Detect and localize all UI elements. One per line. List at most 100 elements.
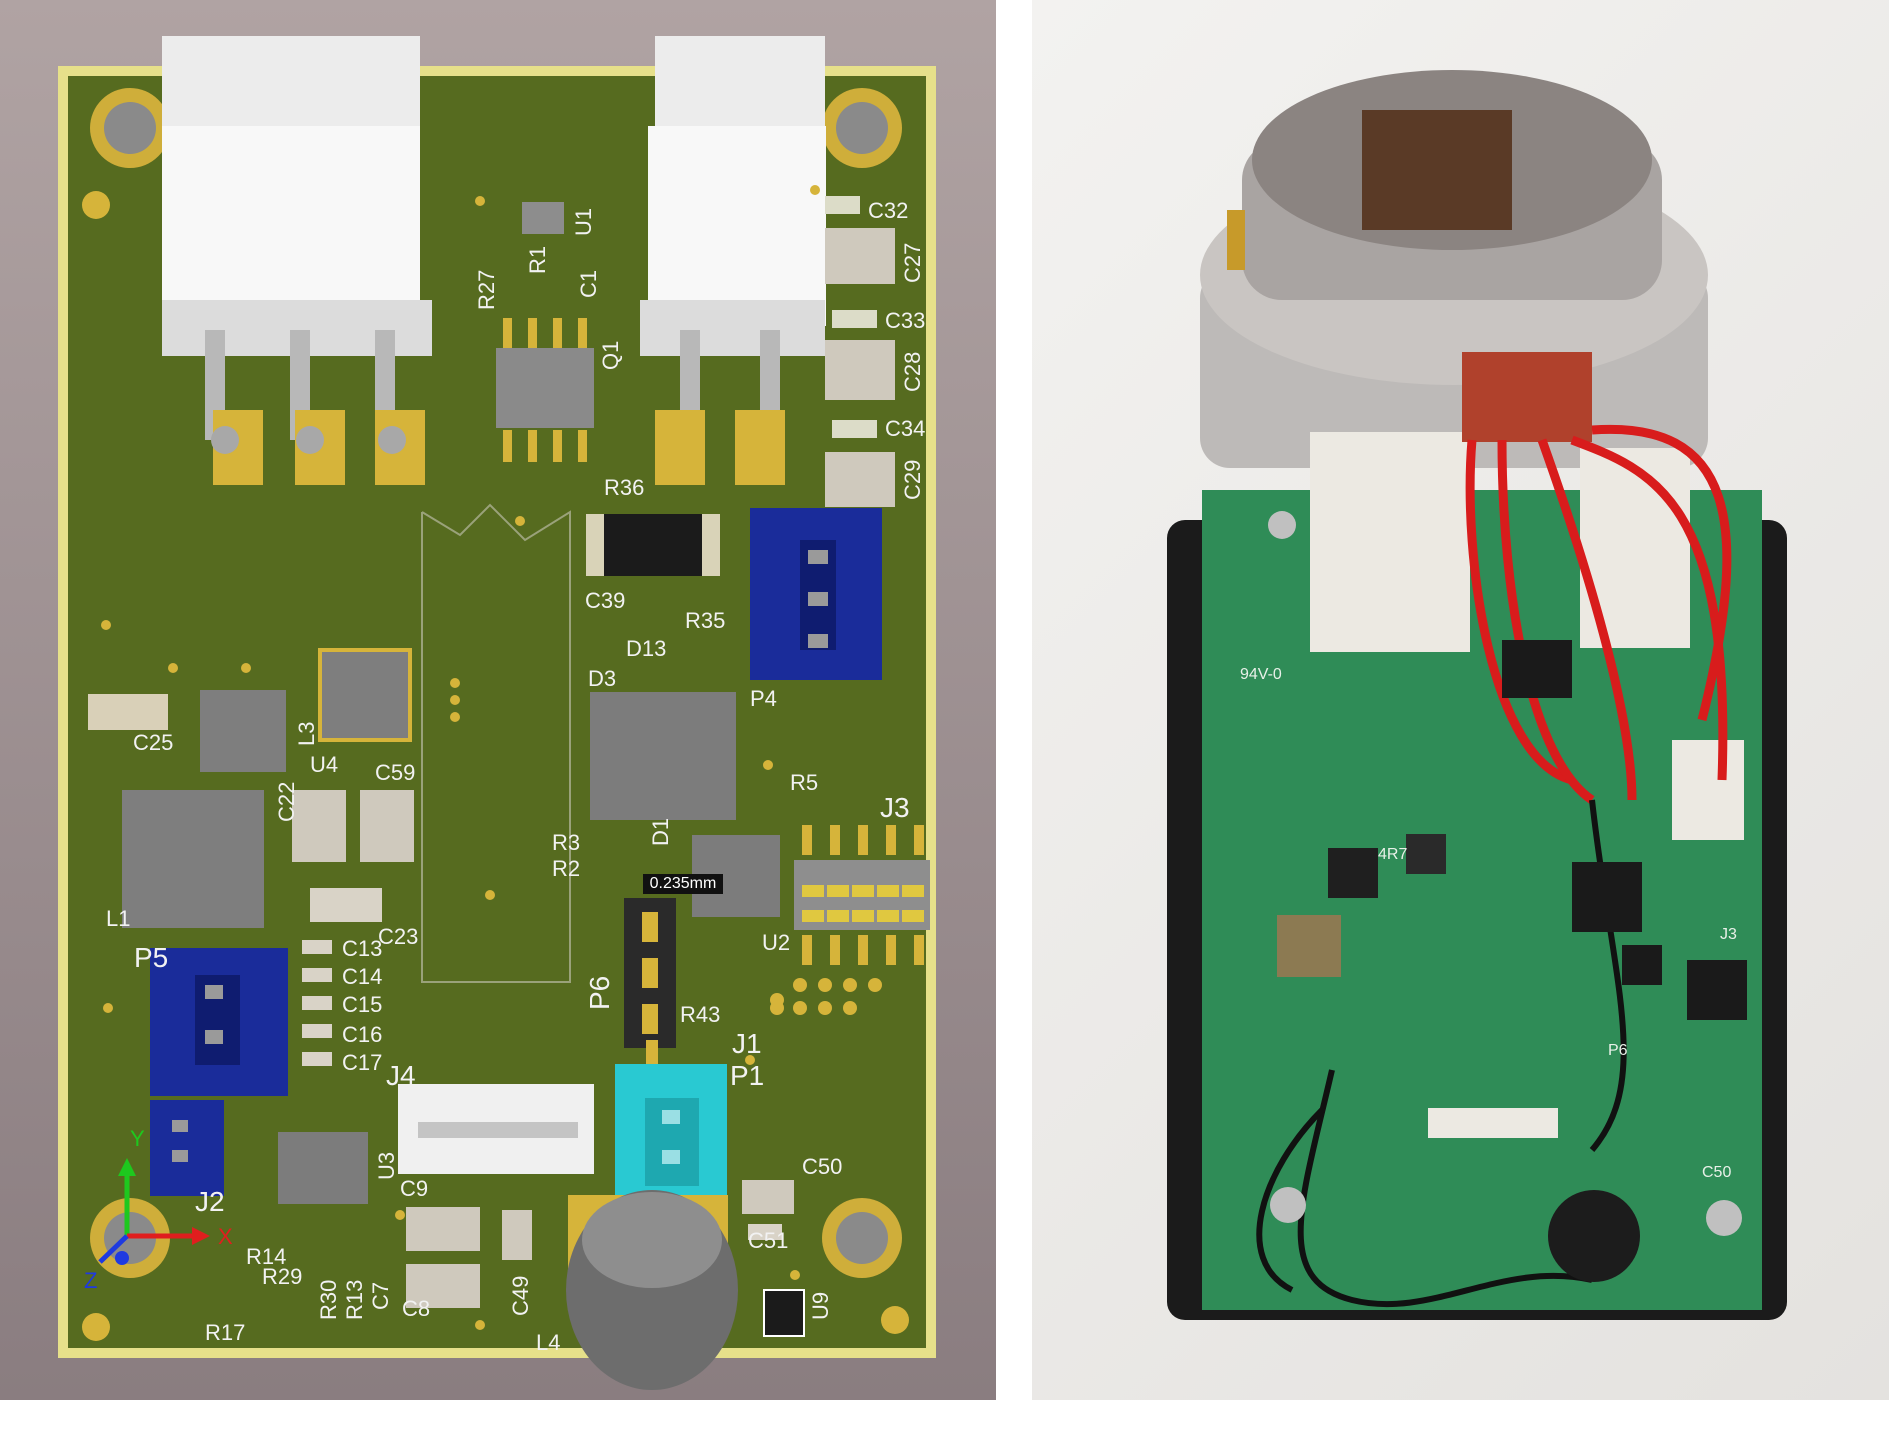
cap-c8 [406, 1264, 480, 1308]
diode-d3 [590, 692, 736, 820]
cap-c59 [360, 790, 414, 862]
label-l4: L4 [536, 1330, 561, 1355]
label-u3: U3 [374, 1151, 399, 1180]
header-j3 [794, 825, 930, 965]
photo-label-j3: J3 [1720, 926, 1737, 943]
label-c29: C29 [900, 459, 925, 500]
label-c34: C34 [885, 416, 926, 441]
cap-c9 [406, 1207, 480, 1251]
label-r30: R30 [316, 1279, 341, 1320]
label-d1: D1 [648, 817, 673, 846]
label-p5: P5 [134, 942, 169, 973]
label-j4: J4 [386, 1060, 416, 1091]
chip-u3 [278, 1132, 368, 1204]
photo-label-4r7: 4R7 [1378, 846, 1408, 863]
label-c22: C22 [274, 781, 299, 822]
label-r3: R3 [552, 830, 581, 855]
label-c59: C59 [375, 760, 416, 785]
label-c1: C1 [576, 269, 601, 298]
label-u1: U1 [571, 207, 596, 236]
mounting-hole-tr [822, 88, 902, 168]
cap-c22 [292, 790, 346, 862]
photo-label-94v0: 94V-0 [1240, 666, 1282, 683]
label-r2: R2 [552, 856, 581, 881]
photo-label-p6: P6 [1608, 1042, 1628, 1059]
photo-panel: 4R7 J3 P6 C50 94V-0 [1032, 0, 1889, 1400]
axis-label-x: X [218, 1224, 233, 1249]
mounting-hole-br [822, 1198, 902, 1278]
chip-u4 [200, 690, 286, 772]
axis-gizmo [98, 1158, 210, 1265]
photo-inductor [1406, 834, 1446, 874]
cap-column-right [825, 196, 895, 507]
photo-label-c50: C50 [1702, 1164, 1732, 1181]
label-q1: Q1 [598, 340, 623, 370]
label-c23: C23 [378, 924, 419, 949]
mounting-hole-tl [90, 88, 170, 168]
label-r29: R29 [262, 1264, 303, 1289]
label-p6: P6 [584, 975, 615, 1010]
label-j3: J3 [880, 792, 910, 823]
label-r1: R1 [525, 245, 550, 274]
label-r14: R14 [246, 1244, 287, 1269]
label-c9: C9 [400, 1176, 429, 1201]
label-c28: C28 [900, 351, 925, 392]
cap-c49 [502, 1210, 532, 1260]
inductor-l1 [122, 790, 264, 928]
label-r17: R17 [205, 1320, 246, 1345]
pcb-board [58, 36, 936, 1390]
cap-c50 [742, 1180, 794, 1214]
label-c13: C13 [342, 936, 383, 961]
label-c16: C16 [342, 1022, 383, 1047]
label-c14: C14 [342, 964, 383, 989]
label-c51: C51 [748, 1228, 789, 1253]
label-r27: R27 [474, 269, 499, 310]
axis-label-y: Y [130, 1126, 145, 1151]
label-r13: R13 [342, 1279, 367, 1320]
label-c50: C50 [802, 1154, 843, 1179]
label-r43: R43 [680, 1002, 721, 1027]
label-c17: C17 [342, 1050, 383, 1075]
label-l1: L1 [106, 906, 131, 931]
chip-u1 [522, 202, 564, 234]
pcb-render-panel: C32 C27 C33 C28 C34 C29 U1 R1 C1 R27 Q1 … [0, 0, 996, 1400]
buzzer-l4 [566, 1190, 738, 1390]
label-r36: R36 [604, 475, 645, 500]
cap-column-c13-c17 [302, 940, 332, 1066]
inductor-l3 [318, 648, 412, 742]
label-d3: D3 [588, 666, 617, 691]
label-j1: J1 [732, 1028, 762, 1059]
label-r35: R35 [685, 608, 726, 633]
label-l3: L3 [294, 721, 319, 746]
label-r5: R5 [790, 770, 819, 795]
label-c15: C15 [342, 992, 383, 1017]
sensor-housing [1200, 70, 1708, 468]
connector-p1 [615, 1064, 727, 1212]
resistor-r36 [604, 514, 702, 576]
assembled-device-photo [1167, 70, 1787, 1320]
label-p4: P4 [750, 686, 777, 711]
label-c27: C27 [900, 242, 925, 283]
label-c49: C49 [508, 1275, 533, 1316]
label-u9: U9 [808, 1291, 833, 1320]
label-p1: P1 [730, 1060, 765, 1091]
label-c8: C8 [402, 1296, 431, 1321]
connector-j4 [398, 1084, 594, 1174]
measurement-tooltip: 0.235mm [643, 874, 723, 894]
label-c25: C25 [133, 730, 174, 755]
photo-connector-small [1672, 740, 1744, 840]
label-c33: C33 [885, 308, 926, 333]
label-u4: U4 [310, 752, 339, 777]
photo-buzzer [1548, 1190, 1640, 1282]
label-c32: C32 [868, 198, 909, 223]
cap-c23 [310, 888, 382, 922]
chip-u9 [763, 1289, 805, 1337]
connector-p5 [150, 948, 288, 1096]
label-u2: U2 [762, 930, 791, 955]
label-c39: C39 [585, 588, 626, 613]
label-c7: C7 [368, 1281, 393, 1310]
connector-top-left [162, 36, 432, 485]
axis-label-z: Z [84, 1268, 98, 1293]
connector-p4 [750, 508, 882, 680]
connector-j2 [150, 1100, 224, 1196]
